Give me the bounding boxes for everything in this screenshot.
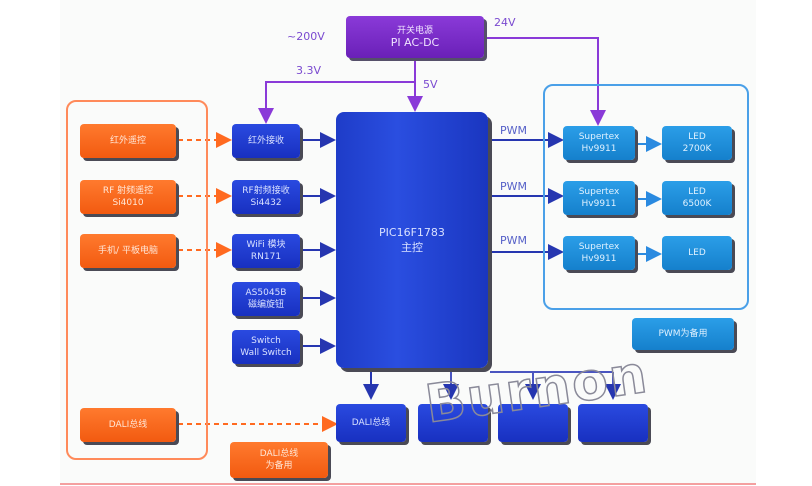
led-1-cct: 2700K xyxy=(682,144,712,154)
wire-24v xyxy=(485,37,606,126)
label-input-voltage: ~200V xyxy=(287,30,325,43)
remote-rf-chip: Si4010 xyxy=(112,198,144,208)
receiver-switch-label: Switch xyxy=(251,336,281,346)
remote-ir-label: 红外遥控 xyxy=(109,136,146,146)
output-box-1 xyxy=(418,404,488,442)
receiver-wifi: WiFi 模块 RN171 xyxy=(232,234,300,268)
output-box-3 xyxy=(578,404,648,442)
receiver-wifi-label: WiFi 模块 xyxy=(246,240,286,250)
label-24v: 24V xyxy=(494,16,516,29)
led-2-cct: 6500K xyxy=(682,199,712,209)
led-1: LED 2700K xyxy=(662,126,732,160)
pwm-backup-note: PWM为备用 xyxy=(632,318,734,350)
receiver-rf-chip: Si4432 xyxy=(250,198,282,208)
driver-2-model: Hv9911 xyxy=(581,199,617,209)
remote-rf-label: RF 射频遥控 xyxy=(102,186,154,196)
bottom-divider xyxy=(60,483,756,485)
pwm-label-2: PWM xyxy=(500,180,528,193)
receiver-encoder: AS5045B 磁编旋钮 xyxy=(232,282,300,316)
receiver-rf: RF射频接收 Si4432 xyxy=(232,180,300,214)
remote-phone: 手机/ 平板电脑 xyxy=(80,234,176,268)
power-supply-line2: PI AC-DC xyxy=(390,36,440,49)
led-2: LED 6500K xyxy=(662,181,732,215)
led-3: LED xyxy=(662,236,732,270)
led-3-label: LED xyxy=(688,248,706,258)
remote-rf: RF 射频遥控 Si4010 xyxy=(80,180,176,214)
receiver-encoder-label: AS5045B xyxy=(245,288,287,298)
driver-2-brand: Supertex xyxy=(578,187,620,197)
label-3v3: 3.3V xyxy=(296,64,322,77)
label-5v: 5V xyxy=(423,78,438,91)
receiver-encoder-desc: 磁编旋钮 xyxy=(247,300,284,310)
remote-dali-label: DALI总线 xyxy=(108,420,148,430)
driver-1-model: Hv9911 xyxy=(581,144,617,154)
mcu-label: PIC16F1783 xyxy=(379,226,445,239)
mcu-role: 主控 xyxy=(401,241,423,254)
receiver-wifi-chip: RN171 xyxy=(250,252,282,262)
dali-note-line2: 为备用 xyxy=(265,461,293,471)
pwm-label-3: PWM xyxy=(500,234,528,247)
driver-group xyxy=(543,84,749,310)
remote-group xyxy=(66,100,208,460)
dali-bus-box: DALI总线 xyxy=(336,404,406,442)
pwm-backup-label: PWM为备用 xyxy=(658,329,708,339)
pwm-label-1: PWM xyxy=(500,124,528,137)
receiver-ir: 红外接收 xyxy=(232,124,300,158)
led-2-label: LED xyxy=(688,187,706,197)
receiver-switch-desc: Wall Switch xyxy=(240,348,292,358)
dali-note-line1: DALI总线 xyxy=(259,449,299,459)
output-box-2 xyxy=(498,404,568,442)
led-1-label: LED xyxy=(688,132,706,142)
wire-3v3 xyxy=(258,81,415,124)
driver-3-brand: Supertex xyxy=(578,242,620,252)
remote-phone-label: 手机/ 平板电脑 xyxy=(98,246,158,256)
power-supply-line1: 开关电源 xyxy=(396,26,433,36)
receiver-ir-label: 红外接收 xyxy=(247,136,284,146)
driver-3-model: Hv9911 xyxy=(581,254,617,264)
dali-bus-label: DALI总线 xyxy=(351,418,391,428)
mcu-box: PIC16F1783 主控 xyxy=(336,112,488,368)
dali-backup-note: DALI总线为备用 xyxy=(230,442,328,478)
power-supply-box: 开关电源 PI AC-DC xyxy=(346,16,484,58)
receiver-rf-label: RF射频接收 xyxy=(242,186,290,196)
remote-ir: 红外遥控 xyxy=(80,124,176,158)
driver-1-brand: Supertex xyxy=(578,132,620,142)
remote-dali: DALI总线 xyxy=(80,408,176,442)
